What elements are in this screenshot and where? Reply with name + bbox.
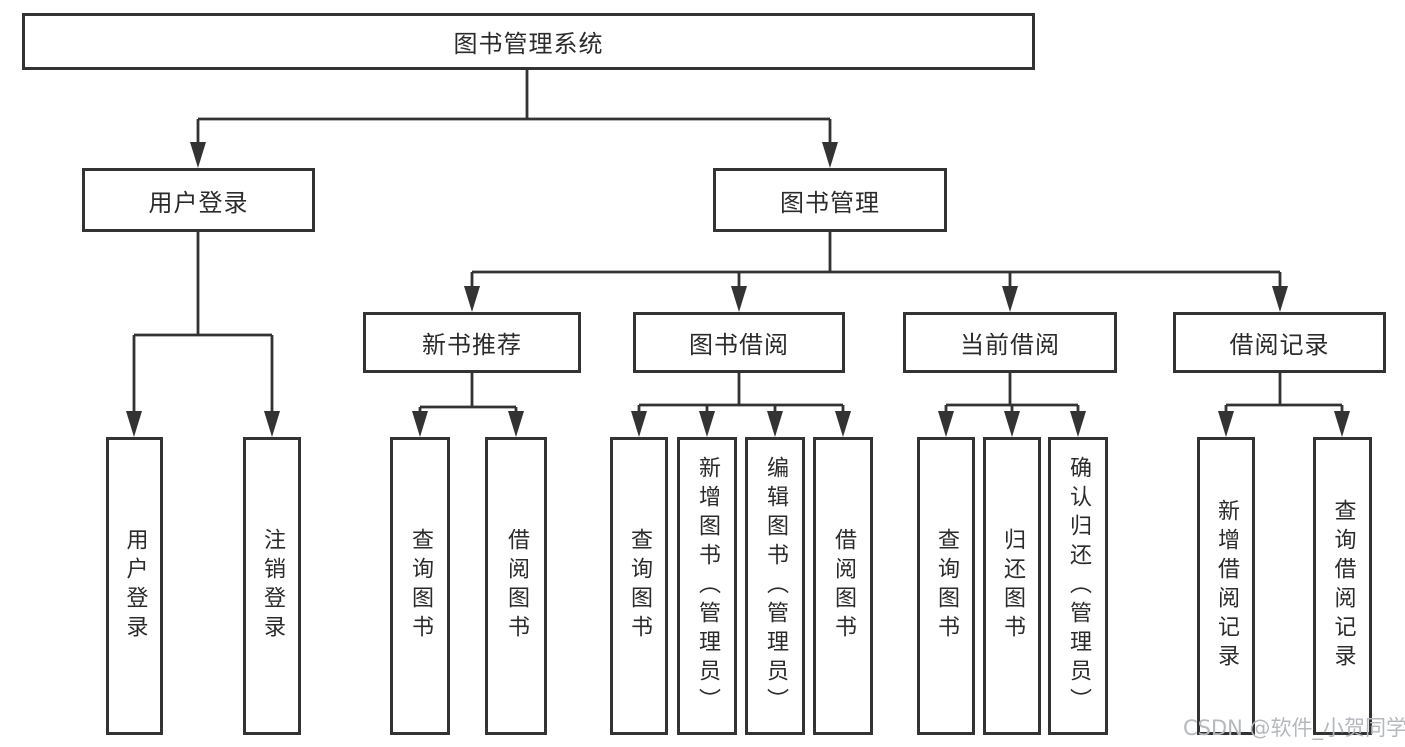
leaf-newbook-borrow-books: 借阅图书 bbox=[485, 437, 547, 735]
leaf-borrow-query-books: 查询图书 bbox=[610, 437, 668, 735]
arrowheads bbox=[126, 142, 1350, 437]
leaf-current-confirm-return-admin: 确认归还（管理员） bbox=[1048, 437, 1108, 735]
leaf-newbook-query-books: 查询图书 bbox=[390, 437, 450, 735]
node-root-system: 图书管理系统 bbox=[22, 13, 1035, 70]
leaf-records-query-record: 查询借阅记录 bbox=[1313, 437, 1372, 735]
leaf-borrow-edit-books-admin: 编辑图书（管理员） bbox=[745, 437, 805, 735]
leaf-user-login: 用户登录 bbox=[106, 437, 163, 735]
leaf-logout: 注销登录 bbox=[243, 437, 301, 735]
node-book-borrow: 图书借阅 bbox=[633, 312, 845, 373]
node-new-book-recommend: 新书推荐 bbox=[363, 312, 581, 373]
leaf-borrow-borrow-books: 借阅图书 bbox=[813, 437, 873, 735]
leaf-current-return-books: 归还图书 bbox=[983, 437, 1041, 735]
csdn-watermark: CSDN @软件_小贺同学 bbox=[1183, 716, 1405, 740]
leaf-borrow-add-books-admin: 新增图书（管理员） bbox=[677, 437, 737, 735]
leaf-records-add-record: 新增借阅记录 bbox=[1197, 437, 1255, 735]
leaf-current-query-books: 查询图书 bbox=[917, 437, 975, 735]
node-borrow-records: 借阅记录 bbox=[1173, 312, 1386, 373]
node-book-management: 图书管理 bbox=[713, 168, 947, 232]
node-current-borrow: 当前借阅 bbox=[903, 312, 1117, 373]
node-user-login: 用户登录 bbox=[82, 168, 315, 232]
